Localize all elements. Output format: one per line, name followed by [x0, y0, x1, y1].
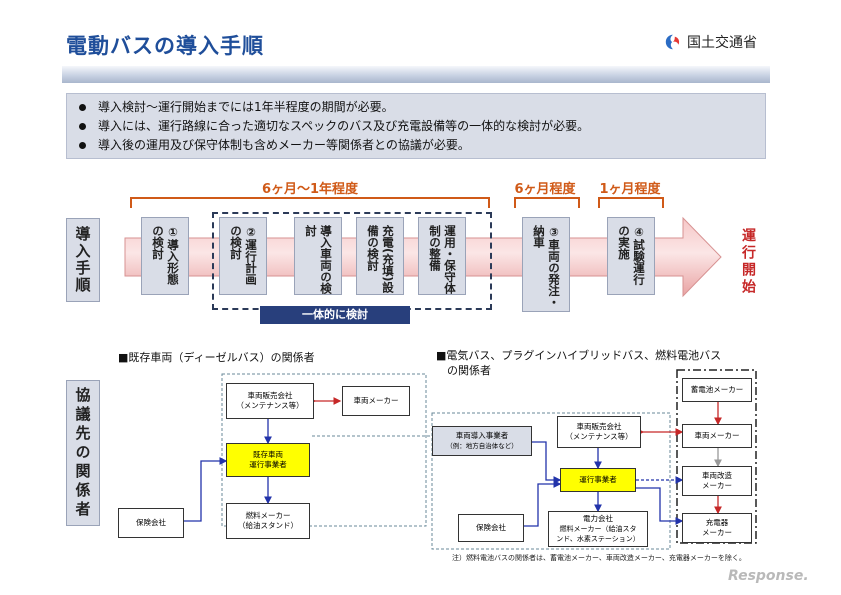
- summary-bullet: 導入後の運用及び保守体制も含めメーカー等関係者との協議が必要。: [79, 136, 755, 155]
- charger-maker-line1: 充電器: [705, 518, 729, 527]
- operation-start-label: 運行開始: [740, 228, 756, 296]
- bullet-text: 導入検討～運行開始までには1年半程度の期間が必要。: [98, 100, 394, 114]
- battery-maker-label: 蓄電池メーカー: [690, 385, 744, 394]
- diesel-fuel-line2: （給油スタンド）: [238, 521, 298, 530]
- step-3-label: ③車両の発注・納車: [532, 225, 561, 308]
- diesel-dealer-node: 車両販売会社 （メンテナンス等）: [226, 383, 314, 419]
- mlit-logo: 国土交通省: [664, 32, 757, 52]
- step-vehicle-review: 導入車両の検討: [294, 217, 342, 295]
- diesel-fuel-node: 燃料メーカー （給油スタンド）: [226, 503, 310, 539]
- diesel-fuel-line1: 燃料メーカー: [245, 511, 291, 520]
- electric-dealer-line1: 車両販売会社: [576, 422, 622, 431]
- diesel-dealer-line1: 車両販売会社: [247, 391, 293, 400]
- diesel-operator-line1: 既存車両: [253, 450, 283, 459]
- electric-dealer-line2: （メンテナンス等）: [565, 432, 633, 441]
- electric-dealer-node: 車両販売会社 （メンテナンス等）: [557, 416, 641, 448]
- diesel-insurance-node: 保険会社: [118, 508, 184, 538]
- step-2-label: ②運行計画の検討: [229, 225, 258, 285]
- electric-heading-line2: の関係者: [447, 364, 491, 377]
- diesel-dealer-line2: （メンテナンス等）: [236, 401, 304, 410]
- summary-box: 導入検討～運行開始までには1年半程度の期間が必要。 導入には、運行路線に合った適…: [66, 93, 766, 159]
- electric-insurance-node: 保険会社: [458, 514, 524, 542]
- diesel-insurance-label: 保険会社: [136, 518, 166, 527]
- step-maintenance: 運用・保守体制の整備: [418, 217, 466, 295]
- page-title: 電動バスの導入手順: [66, 34, 264, 58]
- electric-maker-label: 車両メーカー: [694, 431, 740, 440]
- bullet-dot-icon: [79, 123, 86, 130]
- step-3: ③車両の発注・納車: [522, 217, 570, 312]
- power-company-node: 電力会社 燃料メーカー（給油スタ ンド、水素ステーション）: [548, 511, 648, 547]
- power-company-line2: 燃料メーカー（給油スタ: [559, 525, 637, 533]
- footnote: 注）燃料電池バスの関係者は、蓄電池メーカー、車両改造メーカー、充電器メーカーを除…: [452, 554, 746, 562]
- electric-operator-node: 運行事業者: [560, 468, 636, 492]
- bullet-text: 導入後の運用及び保守体制も含めメーカー等関係者との協議が必要。: [98, 138, 470, 152]
- response-watermark: Response.: [728, 568, 809, 584]
- period-label-2: 6ヶ月程度: [514, 182, 576, 197]
- electric-operator-label: 運行事業者: [579, 475, 617, 484]
- header-bar: [62, 66, 770, 83]
- procedure-label-box: 導入手順: [66, 218, 100, 302]
- period-bracket-2: [514, 197, 580, 208]
- step-2: ②運行計画の検討: [219, 217, 267, 295]
- step-1: ①導入形態の検討: [141, 217, 189, 295]
- diesel-operator-line2: 運行事業者: [249, 460, 287, 469]
- summary-bullet: 導入検討～運行開始までには1年半程度の期間が必要。: [79, 98, 755, 117]
- battery-maker-node: 蓄電池メーカー: [682, 378, 752, 402]
- logo-text: 国土交通省: [687, 35, 757, 51]
- diesel-operator-node: 既存車両 運行事業者: [226, 443, 310, 477]
- modifier-maker-line2: メーカー: [702, 481, 732, 490]
- period-bracket-3: [598, 197, 664, 208]
- modifier-maker-node: 車両改造 メーカー: [682, 466, 752, 496]
- electric-maker-node: 車両メーカー: [682, 424, 752, 448]
- electric-heading-line1: ■電気バス、プラグインハイブリッドバス、燃料電池バス: [436, 349, 722, 362]
- electric-insurance-label: 保険会社: [476, 523, 506, 532]
- step-vehicle-review-label: 導入車両の検討: [304, 225, 333, 294]
- mlit-logo-icon: [665, 34, 680, 50]
- charger-maker-node: 充電器 メーカー: [682, 513, 752, 543]
- vehicle-introducer-line1: 車両導入事業者: [455, 431, 509, 440]
- integrated-review-label: 一体的に検討: [260, 306, 410, 324]
- charger-maker-line2: メーカー: [702, 528, 732, 537]
- consult-label: 協議先の関係者: [73, 386, 92, 520]
- modifier-maker-line1: 車両改造: [702, 471, 732, 480]
- diesel-heading: ■既存車両（ディーゼルバス）の関係者: [118, 351, 315, 364]
- bullet-dot-icon: [79, 142, 86, 149]
- step-1-label: ①導入形態の検討: [151, 225, 180, 285]
- diesel-maker-node: 車両メーカー: [342, 386, 410, 416]
- diesel-maker-label: 車両メーカー: [353, 396, 399, 405]
- step-4: ④試験運行の実施: [607, 217, 655, 295]
- period-label-1: 6ヶ月～1年程度: [261, 182, 359, 197]
- power-company-line3: ンド、水素ステーション）: [556, 535, 640, 543]
- summary-bullet: 導入には、運行路線に合った適切なスペックのバス及び充電設備等の一体的な検討が必要…: [79, 117, 755, 136]
- procedure-label: 導入手順: [73, 226, 92, 294]
- power-company-line1: 電力会社: [583, 514, 613, 523]
- vehicle-introducer-node: 車両導入事業者 （例：地方自治体など）: [432, 426, 532, 456]
- step-charging-review-label: 充電(充填)設備の検討: [366, 225, 395, 294]
- period-bracket-1: [130, 197, 490, 208]
- bullet-dot-icon: [79, 104, 86, 111]
- step-maintenance-label: 運用・保守体制の整備: [428, 225, 457, 294]
- step-charging-review: 充電(充填)設備の検討: [356, 217, 404, 295]
- vehicle-introducer-line2: （例：地方自治体など）: [446, 442, 518, 450]
- period-label-3: 1ヶ月程度: [599, 182, 661, 197]
- consult-label-box: 協議先の関係者: [66, 380, 100, 526]
- step-4-label: ④試験運行の実施: [617, 225, 646, 285]
- bullet-text: 導入には、運行路線に合った適切なスペックのバス及び充電設備等の一体的な検討が必要…: [98, 119, 590, 133]
